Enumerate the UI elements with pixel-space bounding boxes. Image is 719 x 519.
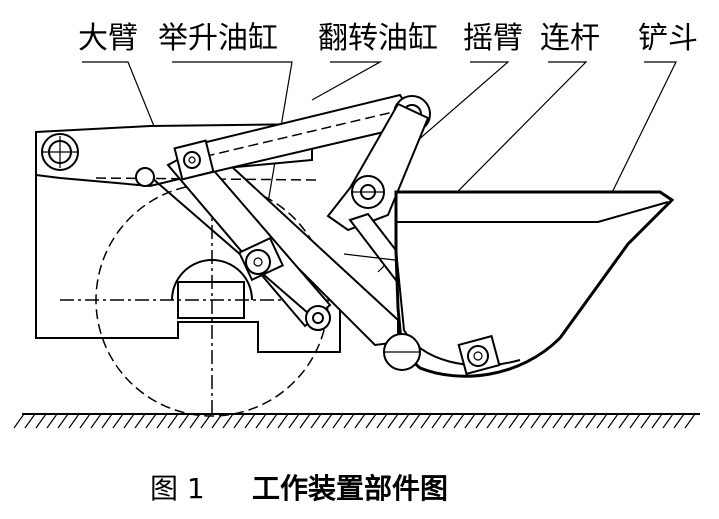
lift-cylinder-pin-outer <box>305 305 331 331</box>
leader-rocker-arm <box>385 61 510 169</box>
lift-cylinder-pin-inner <box>312 312 324 324</box>
label-bucket: 铲斗 <box>638 21 698 56</box>
figure-number: 图 1 <box>150 472 205 505</box>
ground-hatch <box>13 413 696 429</box>
rocker-arm <box>326 102 430 232</box>
figure-caption: 图 1 工作装置部件图 <box>150 472 448 505</box>
bucket-upper-line <box>396 201 669 223</box>
label-connecting-rod: 连杆 <box>540 21 600 56</box>
mid-bracket <box>237 236 285 282</box>
label-rocker-arm: 摇臂 <box>463 21 523 56</box>
bucket-hinge-pin <box>467 345 489 367</box>
bucket <box>383 190 675 378</box>
tilt-cylinder-axis <box>189 107 411 161</box>
lift-cylinder <box>135 148 332 331</box>
component-labels: 大臂 举升油缸 翻转油缸 摇臂 连杆 铲斗 <box>78 21 698 56</box>
tilt-base-pin-center <box>188 156 196 164</box>
bucket-hinge-pin-center <box>473 351 483 361</box>
leader-big-arm <box>82 61 163 147</box>
tilt-cylinder-base-bracket <box>173 139 215 181</box>
tilt-base-pin <box>183 151 201 169</box>
mid-bracket-pin-outer <box>245 249 271 275</box>
ground <box>13 413 700 429</box>
label-big-arm: 大臂 <box>78 21 138 56</box>
label-lift-cylinder: 举升油缸 <box>158 21 278 56</box>
frame-outline <box>35 175 349 353</box>
label-tilt-cylinder: 翻转油缸 <box>318 21 438 56</box>
mid-bracket-pin-inner <box>253 257 263 267</box>
leader-tilt-cylinder <box>311 61 383 101</box>
figure-title: 工作装置部件图 <box>252 472 448 505</box>
lift-cylinder-base-pin <box>135 167 155 187</box>
lift-cylinder-rod <box>151 177 317 321</box>
leader-lift-cylinder <box>172 61 293 239</box>
bucket-shell <box>394 190 675 378</box>
